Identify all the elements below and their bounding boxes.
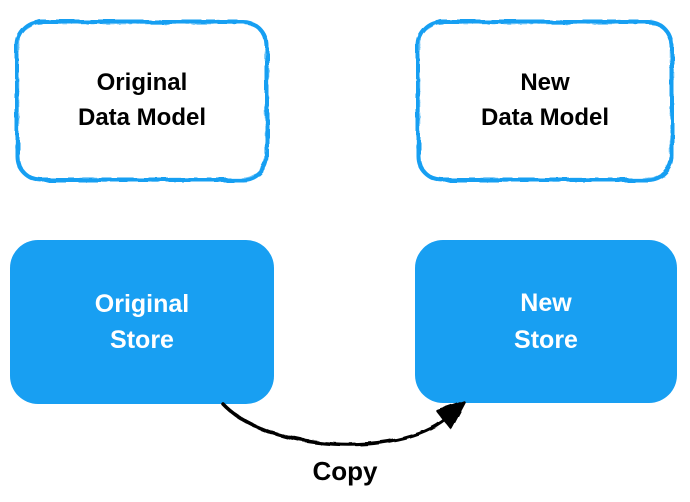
node-original-store: Original Store [10, 240, 274, 404]
node-label-original-data-model: Original Data Model [77, 69, 206, 131]
node-new-data-model: New Data Model [413, 17, 677, 185]
node-label-new-data-model: New Data Model [480, 69, 609, 131]
sketchy-border [416, 20, 674, 182]
sketchy-border [15, 20, 269, 182]
node-original-data-model: Original Data Model [12, 17, 272, 185]
node-label-original-store: Original Store [94, 289, 190, 354]
node-new-store: New Store [415, 240, 677, 403]
node-label-new-store: New Store [514, 289, 578, 354]
copy-arrow-label: Copy [312, 456, 378, 486]
